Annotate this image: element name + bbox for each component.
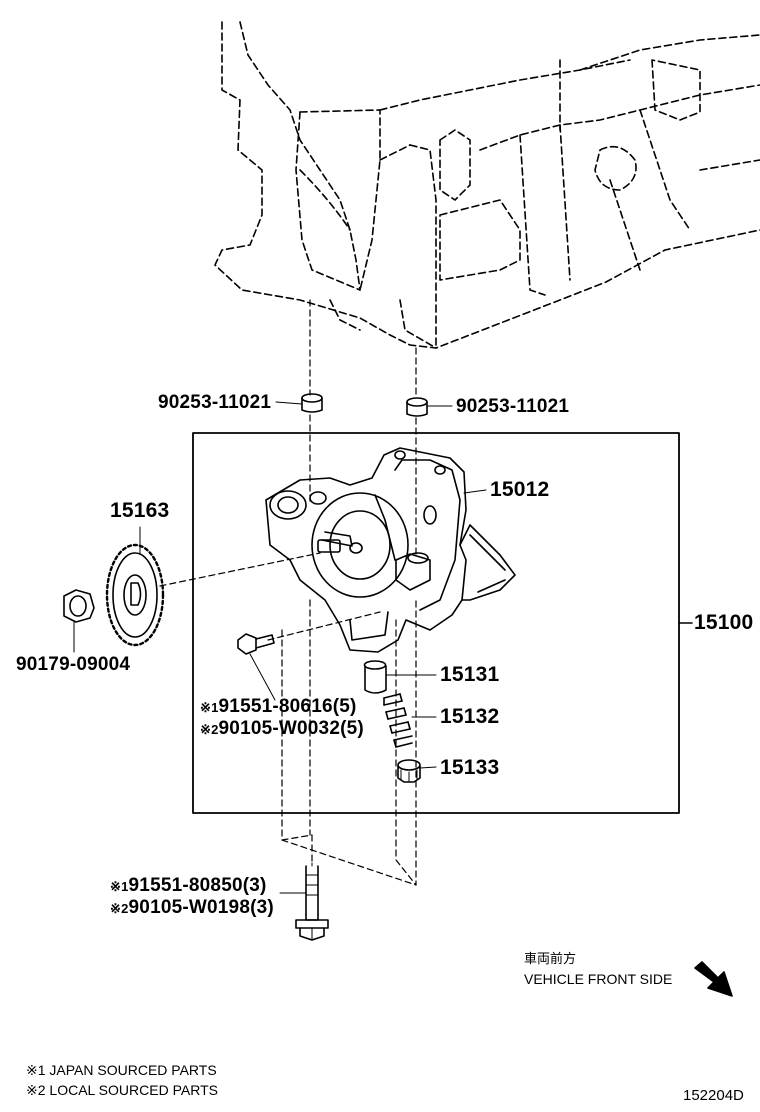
label-knock-pin-left: 90253-11021 bbox=[158, 392, 272, 413]
label-sprocket: 15163 bbox=[110, 499, 170, 522]
oil-pump-body bbox=[265, 447, 516, 653]
relief-valve-plug bbox=[397, 759, 437, 783]
mark-1: ※1 bbox=[200, 700, 219, 715]
direction-label-en: VEHICLE FRONT SIDE bbox=[524, 971, 673, 987]
footnote-local-sourced: ※2 LOCAL SOURCED PARTS bbox=[26, 1082, 218, 1098]
short-bolt-local-number: 90105-W0032(5) bbox=[218, 718, 364, 739]
label-short-bolt-local: ※290105-W0032(5) bbox=[200, 719, 364, 738]
mark-2: ※2 bbox=[200, 722, 219, 737]
knock-pin-left bbox=[275, 393, 323, 413]
label-relief-valve-plug: 15133 bbox=[440, 756, 500, 779]
footnote-japan-sourced: ※1 JAPAN SOURCED PARTS bbox=[26, 1062, 217, 1078]
pump-mounting-bolt-long bbox=[279, 857, 329, 941]
label-short-bolt-japan: ※191551-80616(5) bbox=[200, 697, 357, 716]
sprocket-nut bbox=[63, 589, 95, 653]
label-knock-pin-right: 90253-11021 bbox=[456, 396, 570, 417]
label-sprocket-nut: 90179-09004 bbox=[16, 654, 131, 675]
oil-pump-sprocket bbox=[105, 526, 165, 647]
label-oil-pump-assembly: 15100 bbox=[694, 611, 754, 634]
compression-spring bbox=[383, 693, 437, 748]
long-bolt-local-number: 90105-W0198(3) bbox=[128, 897, 274, 918]
leader-15012 bbox=[463, 489, 487, 494]
mark-2: ※2 bbox=[110, 901, 129, 916]
label-oil-pump-body: 15012 bbox=[490, 478, 550, 501]
label-relief-valve: 15131 bbox=[440, 663, 500, 686]
assembly-guide-lines bbox=[159, 299, 417, 886]
direction-label-jp: 車両前方 bbox=[524, 951, 577, 966]
assembly-box bbox=[192, 432, 680, 814]
label-long-bolt-japan: ※191551-80850(3) bbox=[110, 876, 267, 895]
knock-pin-right bbox=[406, 397, 453, 417]
long-bolt-japan-number: 91551-80850(3) bbox=[128, 875, 267, 896]
diagram-id: 152204D bbox=[683, 1087, 744, 1104]
short-bolt-japan-number: 91551-80616(5) bbox=[218, 696, 357, 717]
relief-valve bbox=[363, 660, 437, 694]
engine-block-drawing bbox=[214, 21, 760, 349]
label-compression-spring: 15132 bbox=[440, 705, 500, 728]
mark-1: ※1 bbox=[110, 879, 129, 894]
pump-mounting-bolt-short bbox=[237, 633, 276, 701]
front-direction-arrow-icon bbox=[694, 961, 733, 997]
label-long-bolt-local: ※290105-W0198(3) bbox=[110, 898, 274, 917]
